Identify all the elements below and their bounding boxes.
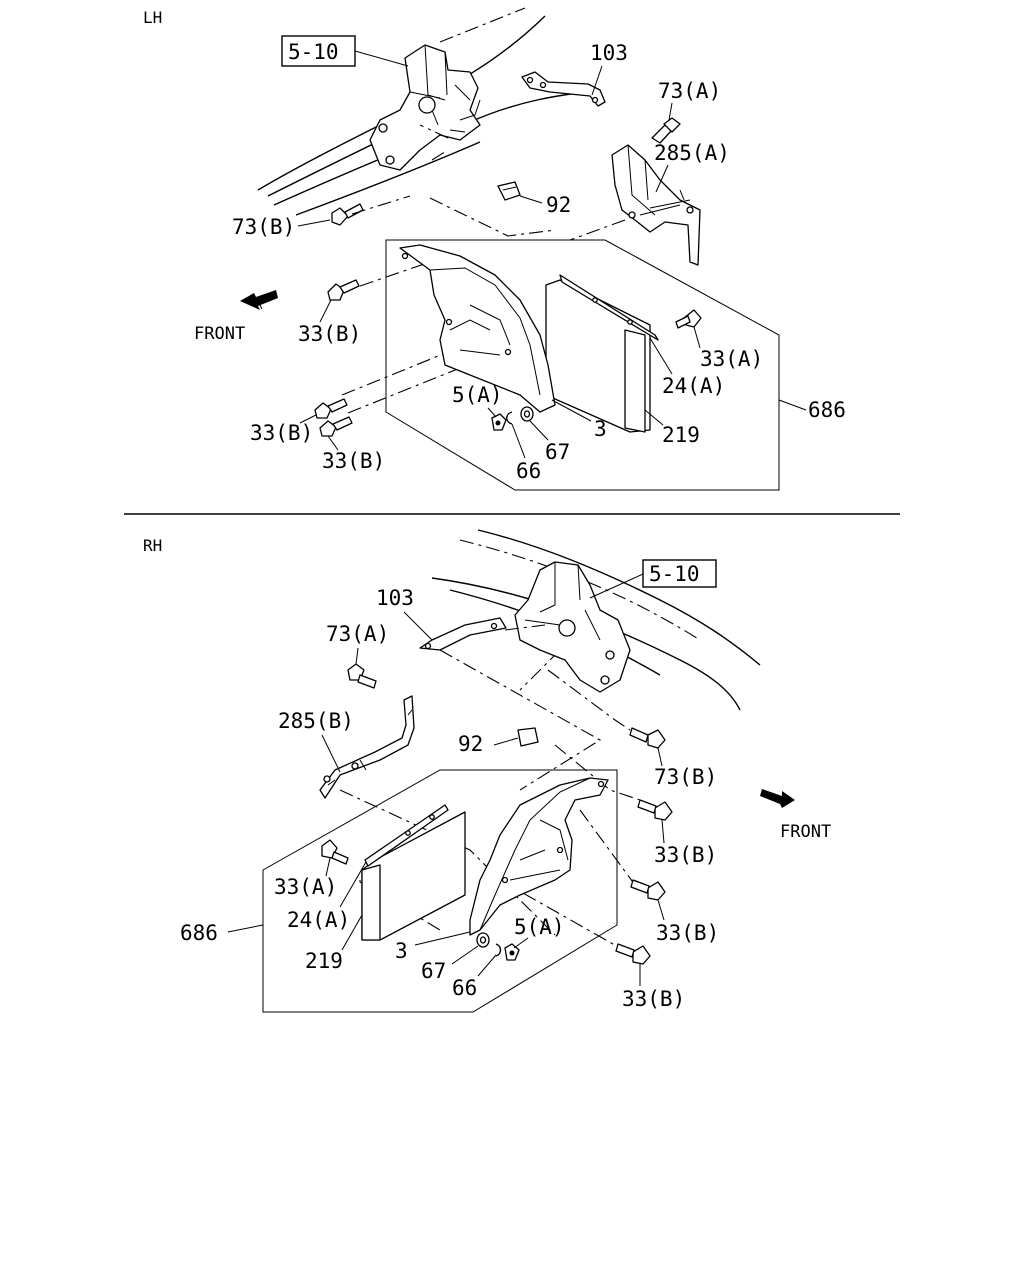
rh-part-33b-bolt-3 [615,943,651,965]
rh-cab-mount-bracket [514,561,631,693]
rh-part-92-clip [517,727,539,747]
rh-part-24a-bracket [364,804,449,867]
rh-label-33a[interactable]: 33(A) [274,875,337,899]
rh-ref-box-label[interactable]: 5-10 [649,562,700,586]
rh-label-24a[interactable]: 24(A) [287,908,350,932]
lh-label-33a[interactable]: 33(A) [700,347,763,371]
rh-label-33b-3[interactable]: 33(B) [622,987,685,1011]
lh-part-33b-bolt-1 [327,279,360,301]
lh-front-label: FRONT [194,324,245,344]
lh-assembly-dash-lines [341,124,626,414]
lh-part-33b-bolt-2 [314,398,348,419]
rh-part-285b [319,695,415,799]
rh-label-5a[interactable]: 5(A) [514,915,565,939]
lh-part-24a-bracket [559,274,659,341]
lh-label-5a[interactable]: 5(A) [452,383,503,407]
lh-label-33b-2[interactable]: 33(B) [250,421,313,445]
lh-part-73a-bolt [651,117,681,144]
rh-part-67-washer [476,932,490,948]
rh-side-label: RH [143,536,162,555]
rh-label-33b-2[interactable]: 33(B) [656,921,719,945]
rh-label-686[interactable]: 686 [180,921,218,945]
lh-part-33b-bolt-3 [319,416,353,437]
rh-part-66-washer [495,943,502,957]
rh-ref-box [642,559,717,588]
rh-686-assembly-outline [262,769,618,1013]
rh-label-67[interactable]: 67 [421,959,446,983]
rh-label-73a[interactable]: 73(A) [326,622,389,646]
rh-label-92[interactable]: 92 [458,732,483,756]
lh-part-92-clip [497,181,521,201]
rh-label-3[interactable]: 3 [395,939,408,963]
lh-part-33a-bolt [675,309,702,329]
rh-part-73a-bolt [347,663,377,689]
lh-ref-box-label[interactable]: 5-10 [288,40,339,64]
rh-label-103[interactable]: 103 [376,586,414,610]
rh-part-33b-bolt-1 [637,799,673,821]
lh-label-24a[interactable]: 24(A) [662,374,725,398]
rh-label-73b[interactable]: 73(B) [654,765,717,789]
rh-part-103 [419,617,507,651]
rh-part-219-plate [361,811,466,941]
rh-label-285b[interactable]: 285(B) [278,709,354,733]
lh-part-3-shield [399,244,556,413]
lh-label-103[interactable]: 103 [590,41,628,65]
lh-label-686[interactable]: 686 [808,398,846,422]
rh-part-3-shield [469,777,609,936]
lh-part-285a [611,144,701,266]
lh-part-67-washer [520,406,534,422]
lh-label-219[interactable]: 219 [662,423,700,447]
lh-part-66-washer [506,411,513,425]
lh-cab-mount-bracket [369,44,481,171]
lh-label-73b[interactable]: 73(B) [232,215,295,239]
arrow-front-right-icon [760,789,795,808]
rh-part-33a-bolt [321,839,349,865]
lh-label-3[interactable]: 3 [594,417,607,441]
lh-label-285a[interactable]: 285(A) [654,141,730,165]
rh-part-33b-bolt-2 [630,879,666,901]
rh-label-33b-1[interactable]: 33(B) [654,843,717,867]
lh-label-73a[interactable]: 73(A) [658,79,721,103]
lh-side-label: LH [143,8,162,27]
arrow-front-left-icon [240,290,278,310]
rh-label-66[interactable]: 66 [452,976,477,1000]
rh-section: RH 5-10 103 [143,529,831,1013]
lh-label-92[interactable]: 92 [546,193,571,217]
lh-label-33b-1[interactable]: 33(B) [298,322,361,346]
lh-label-67[interactable]: 67 [545,440,570,464]
lh-part-103 [521,71,606,107]
rh-label-219[interactable]: 219 [305,949,343,973]
rh-part-5a-nut [504,943,520,961]
rh-front-label: FRONT [780,822,831,842]
lh-label-66[interactable]: 66 [516,459,541,483]
lh-part-73b-bolt [331,203,364,226]
lh-section: LH 5-10 103 [143,7,846,491]
lh-label-33b-3[interactable]: 33(B) [322,449,385,473]
lh-part-5a-nut [491,413,507,431]
rh-part-73b-bolt [629,727,666,749]
